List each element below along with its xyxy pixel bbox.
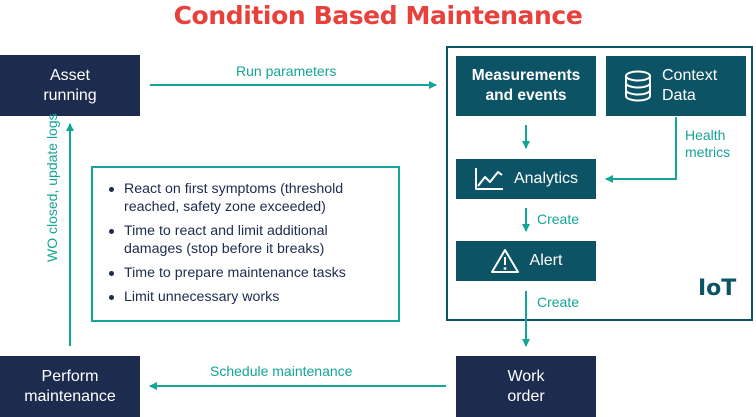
benefits-box: React on first symptoms (threshold reach…	[91, 166, 400, 322]
node-alert-label: Alert	[529, 252, 563, 269]
node-alert: Alert	[456, 241, 596, 281]
edge-label-run-parameters: Run parameters	[236, 63, 337, 79]
benefit-item: Limit unnecessary works	[107, 288, 388, 306]
benefit-item: Time to prepare maintenance tasks	[107, 264, 388, 282]
benefit-item: React on first symptoms (threshold reach…	[107, 180, 388, 216]
node-measurements: Measurements and events	[456, 56, 596, 116]
edge-health-metrics	[605, 117, 677, 183]
node-analytics-label: Analytics	[513, 170, 579, 187]
node-asset-running: Asset running	[0, 55, 140, 116]
edge-label-wo-closed: WO closed, update logs	[44, 113, 60, 262]
edge-label-create-1: Create	[537, 211, 580, 227]
diagram-title: Condition Based Maintenance	[173, 1, 583, 30]
line-chart-icon	[474, 168, 503, 190]
node-asset-running-label: Asset running	[43, 66, 97, 104]
node-measurements-label: Measurements and events	[471, 67, 581, 104]
iot-group-frame	[446, 46, 753, 321]
node-context-data: Context Data	[606, 56, 746, 116]
node-perform-maintenance: Perform maintenance	[0, 356, 140, 417]
node-work-order-label: Work order	[507, 367, 545, 405]
node-perform-maintenance-label: Perform maintenance	[24, 367, 116, 405]
benefits-list: React on first symptoms (threshold reach…	[107, 180, 388, 306]
edge-label-health-metrics: Health metrics	[685, 127, 731, 160]
edge-label-schedule-maintenance: Schedule maintenance	[210, 363, 353, 379]
warning-triangle-icon	[490, 249, 519, 273]
edge-label-create-2: Create	[537, 294, 580, 310]
iot-group-label: IoT	[698, 276, 737, 301]
node-context-data-label: Context Data	[662, 67, 718, 104]
benefit-item: Time to react and limit additional damag…	[107, 222, 388, 258]
database-icon	[625, 70, 651, 102]
node-work-order: Work order	[456, 356, 596, 417]
node-analytics: Analytics	[456, 159, 596, 199]
